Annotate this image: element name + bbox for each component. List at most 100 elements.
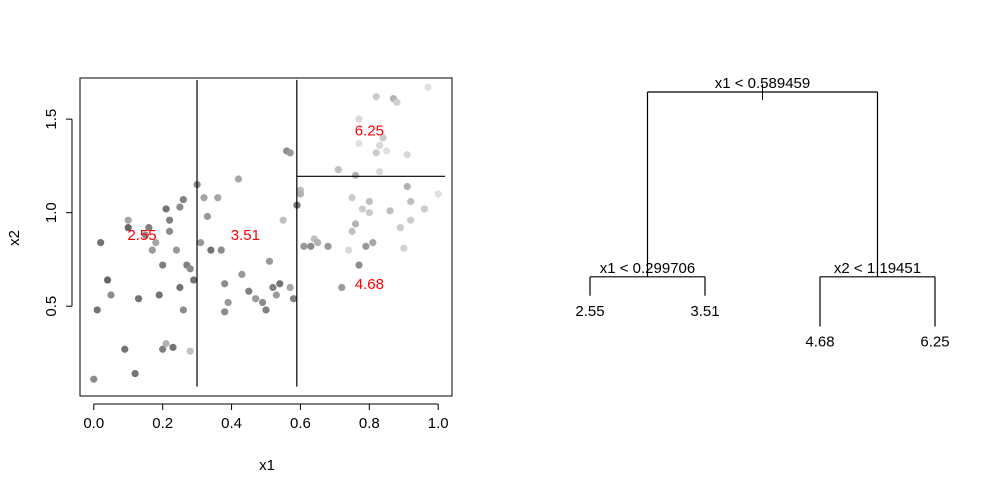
data-point [324,242,332,250]
data-point [396,224,404,232]
y-axis: 0.5 1.0 1.5 [43,109,73,317]
data-point [372,93,380,101]
data-point [279,216,287,224]
data-point [351,220,360,228]
data-point [355,115,363,123]
data-point [169,343,177,351]
data-point [286,283,294,292]
data-point [348,194,356,202]
data-point [179,306,187,314]
data-point [269,283,277,292]
x-tick-label: 0.6 [290,415,311,432]
data-point [221,280,229,288]
data-point [159,261,167,269]
x-axis-label: x1 [259,457,275,474]
data-point [124,216,132,224]
data-point [162,205,170,213]
data-point [334,166,342,174]
data-point [372,149,380,157]
region-label: 2.55 [127,227,156,244]
data-point [365,197,373,206]
data-point [400,244,408,252]
tree-leaf-label: 2.55 [575,303,604,320]
data-point [376,167,384,176]
data-point [131,369,139,378]
data-point [382,147,391,155]
data-point [179,195,187,204]
data-point [376,141,384,149]
region-label: 4.68 [355,276,384,293]
data-point [165,227,174,235]
data-point [162,340,170,348]
x-tick-label: 0.8 [359,415,380,432]
tree-edges [589,84,936,327]
data-point [286,149,294,157]
data-point [203,212,212,221]
data-point [434,190,442,198]
y-tick-label: 1.5 [43,109,60,130]
data-point [365,209,373,217]
data-point [258,298,267,307]
data-point [172,246,181,254]
data-point [148,246,156,254]
data-point [296,190,305,198]
data-point [190,276,198,284]
data-point [262,306,270,314]
data-point [155,291,163,299]
tree-leaf-label: 6.25 [920,334,949,351]
data-point [424,83,432,91]
x-tick-label: 0.0 [83,415,104,432]
data-point [407,216,415,224]
data-point [379,134,387,142]
data-point [90,375,98,383]
x-tick-label: 0.2 [152,415,173,432]
data-point [369,239,377,247]
x-tick-label: 1.0 [428,415,449,432]
data-point [403,182,411,191]
data-point [224,298,232,307]
plot-frame [79,77,453,397]
data-point [420,205,429,213]
data-point [124,224,132,232]
data-point [362,242,370,250]
data-point [245,287,253,295]
data-point [141,231,150,239]
data-point [307,242,315,250]
region-label: 6.25 [355,122,384,139]
data-point [300,242,308,250]
data-point [351,171,360,179]
data-point [403,151,411,159]
data-point [145,224,153,232]
data-point [217,246,225,254]
data-point [358,205,367,213]
data-point [176,283,184,292]
split-lines [196,79,446,387]
y-tick-label: 1.0 [43,202,60,223]
data-point [314,239,322,247]
data-point [289,295,298,303]
data-point [103,276,112,284]
y-tick-label: 0.5 [43,296,60,317]
tree-leaf-label: 4.68 [805,334,834,351]
data-point [265,257,274,265]
tree-split-label: x2 < 1.19451 [834,260,921,277]
data-point [152,239,160,247]
data-point [407,197,415,206]
data-point [338,283,346,292]
data-point [386,207,394,215]
data-point [348,227,356,235]
data-point [186,347,194,355]
data-point [107,291,115,299]
data-point [272,291,280,299]
data-point [134,295,143,303]
tree-split-label: x1 < 0.299706 [600,260,696,277]
data-point [214,194,222,202]
data-point [159,345,167,353]
data-point [355,261,363,269]
data-point [393,98,401,106]
data-point [196,239,205,247]
